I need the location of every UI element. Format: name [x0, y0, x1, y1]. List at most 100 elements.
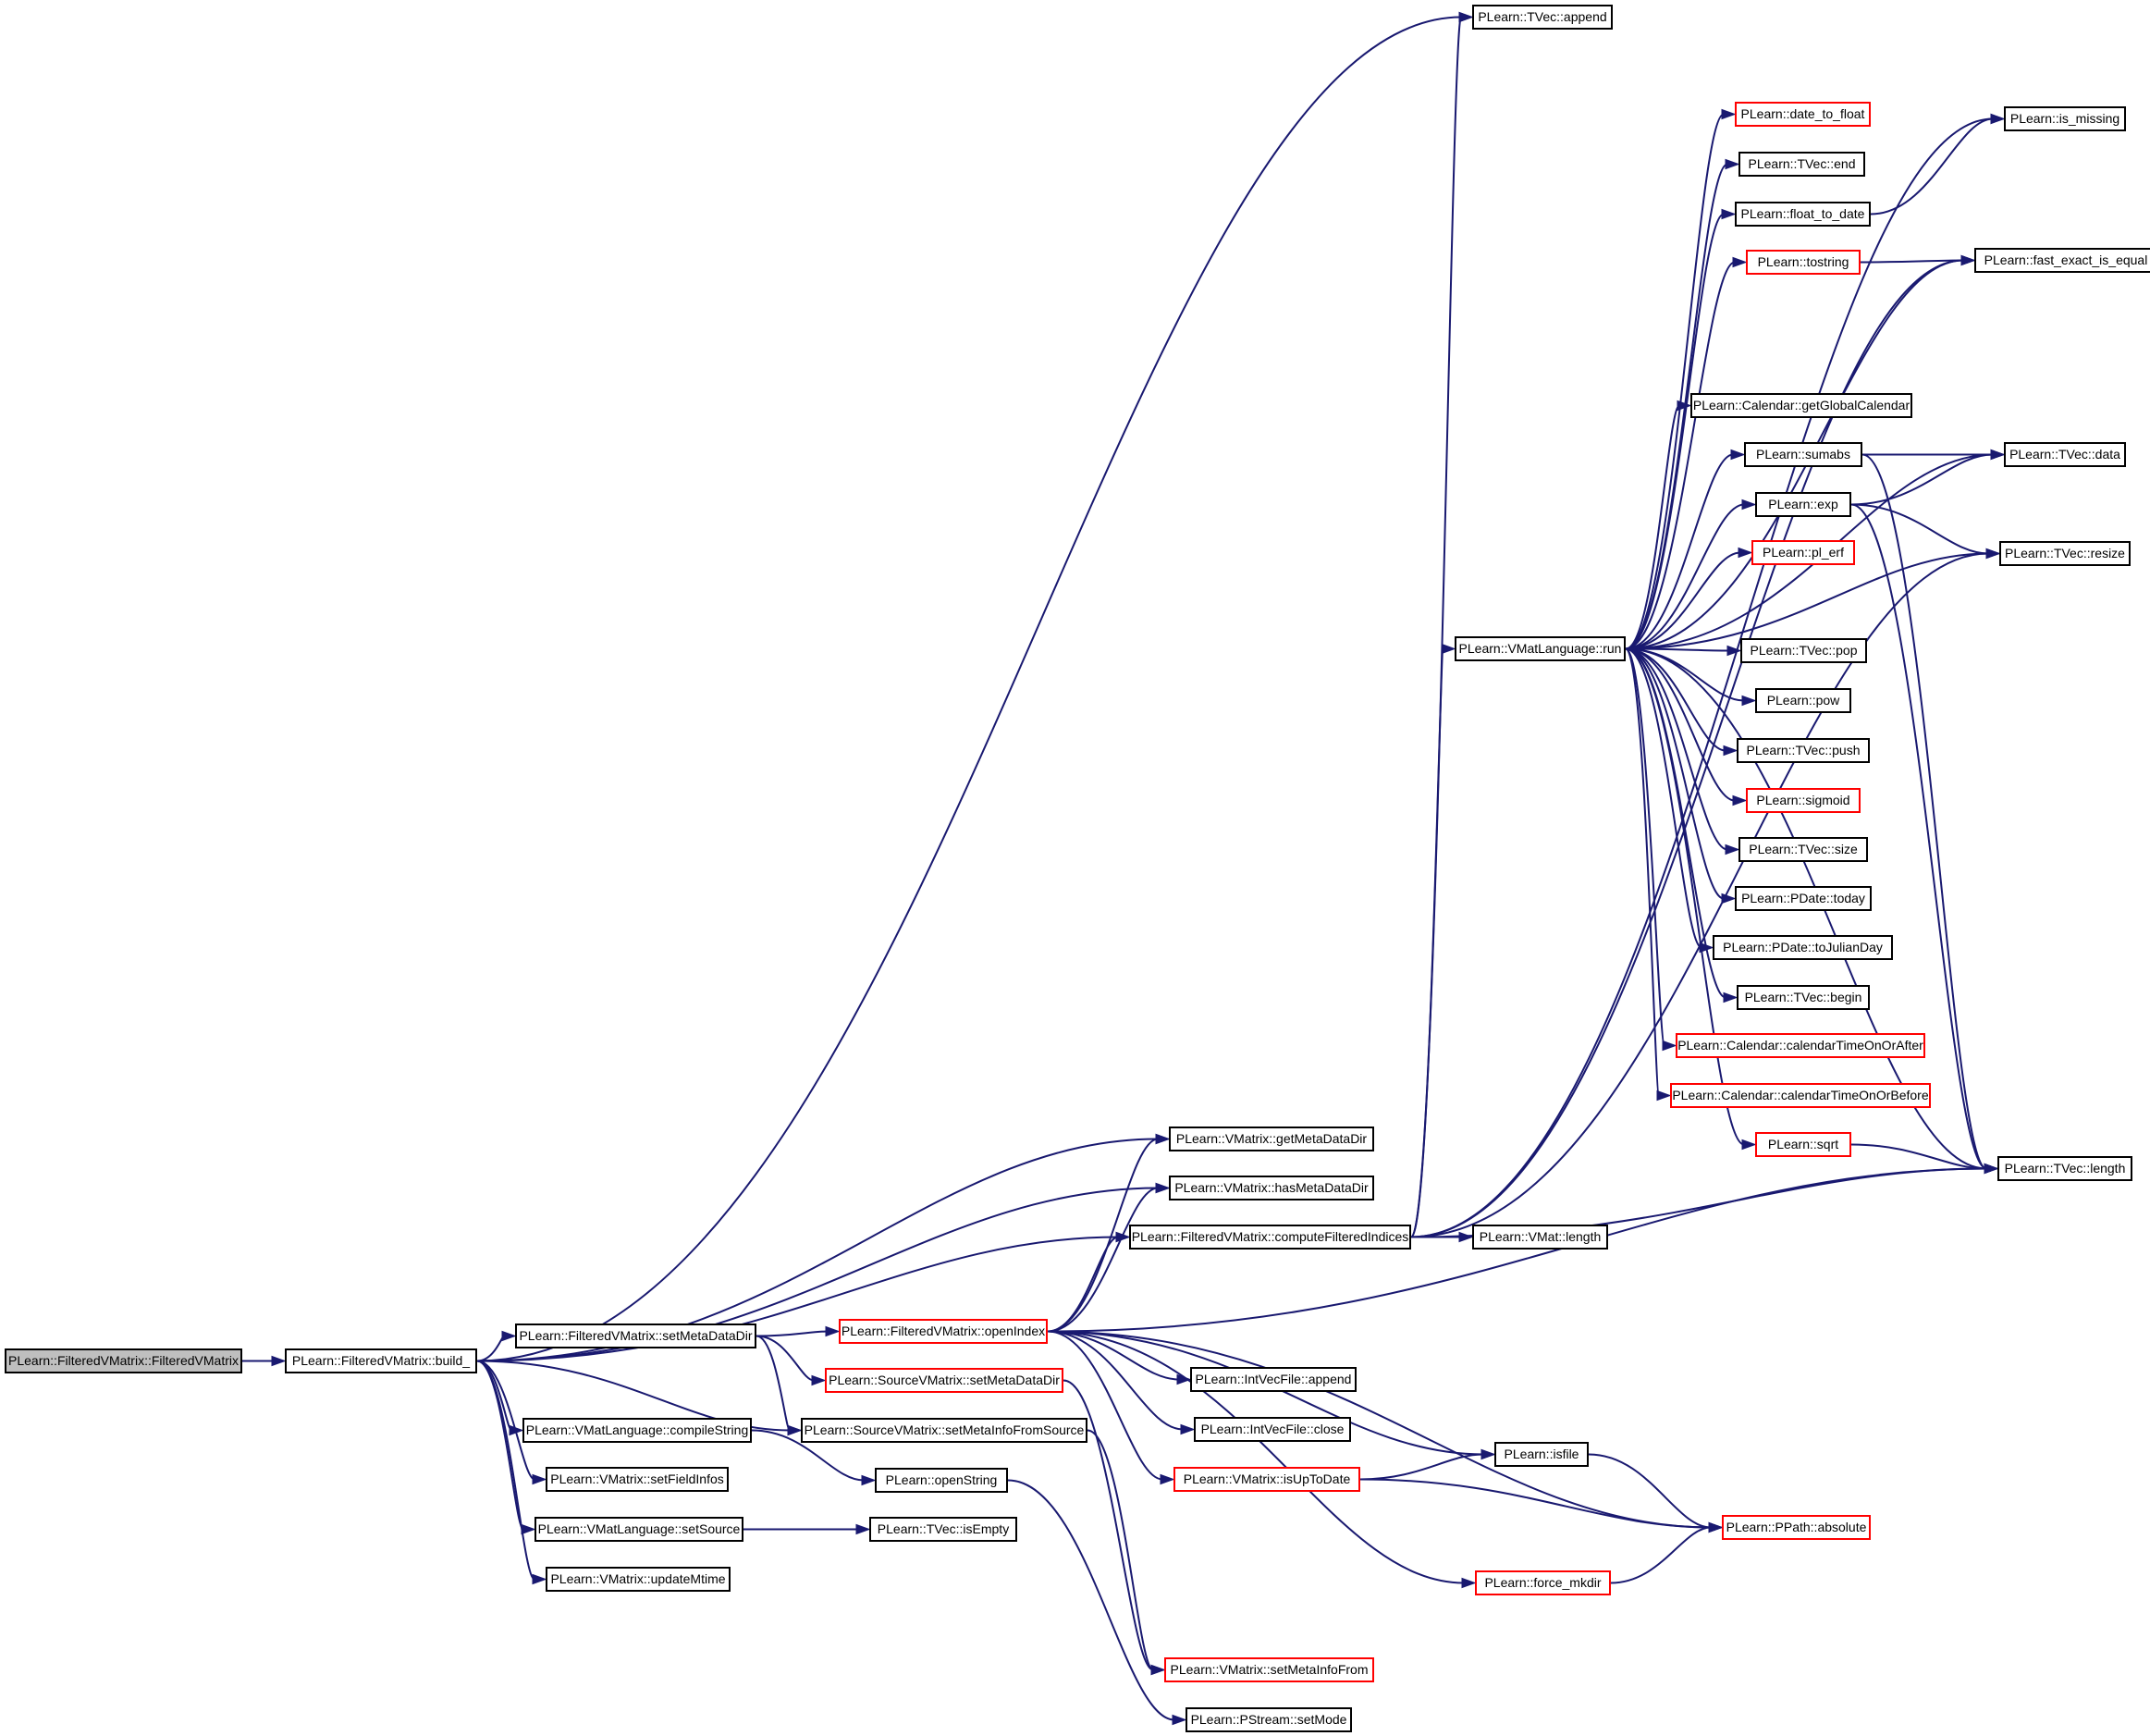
node-exp[interactable]: PLearn::exp — [1755, 492, 1851, 517]
node-run[interactable]: PLearn::VMatLanguage::run — [1455, 636, 1626, 661]
edge-arrowhead — [855, 1523, 871, 1535]
edge-exp-to-tvec-data — [1850, 453, 1994, 506]
node-tojulian[interactable]: PLearn::PDate::toJulianDay — [1713, 935, 1893, 960]
edge-arrowhead — [1726, 645, 1742, 657]
edge-run-to-date-to-float — [1625, 113, 1725, 650]
node-tvec-append[interactable]: PLearn::TVec::append — [1472, 5, 1613, 30]
edge-run-to-caltimebefore — [1625, 647, 1660, 1097]
node-ivf-close[interactable]: PLearn::IntVecFile::close — [1194, 1417, 1351, 1442]
node-sigmoid[interactable]: PLearn::sigmoid — [1746, 788, 1861, 813]
edge-arrowhead — [1708, 1521, 1724, 1533]
edge-arrowhead — [825, 1325, 841, 1337]
edge-openindex-to-tvec-length — [1047, 1167, 1987, 1333]
node-build[interactable]: PLearn::FilteredVMatrix::build_ — [285, 1348, 477, 1373]
edge-arrowhead — [1150, 1664, 1166, 1676]
node-isuptodate[interactable]: PLearn::VMatrix::isUpToDate — [1173, 1467, 1360, 1492]
node-isempty[interactable]: PLearn::TVec::isEmpty — [869, 1517, 1017, 1542]
node-openindex[interactable]: PLearn::FilteredVMatrix::openIndex — [839, 1319, 1048, 1344]
edge-build-to-updatemtime — [476, 1360, 535, 1581]
node-today[interactable]: PLearn::PDate::today — [1735, 886, 1872, 911]
node-float-to-date[interactable]: PLearn::float_to_date — [1735, 202, 1871, 227]
edge-compute-to-tvec-append — [1410, 16, 1462, 1238]
node-absolute[interactable]: PLearn::PPath::absolute — [1722, 1515, 1871, 1540]
edge-openstring-to-setmode — [1007, 1479, 1175, 1721]
edge-arrowhead — [1721, 108, 1737, 120]
edge-arrowhead — [1741, 499, 1757, 511]
node-updatemtime[interactable]: PLearn::VMatrix::updateMtime — [546, 1567, 731, 1592]
node-src-setmeta[interactable]: PLearn::SourceVMatrix::setMetaDataDir — [825, 1368, 1063, 1393]
edge-isfile-to-absolute — [1588, 1453, 1712, 1529]
edge-arrowhead — [1115, 1231, 1131, 1243]
node-compilestr[interactable]: PLearn::VMatLanguage::compileString — [522, 1418, 752, 1443]
node-getmeta[interactable]: PLearn::VMatrix::getMetaDataDir — [1169, 1127, 1374, 1151]
node-tvec-begin[interactable]: PLearn::TVec::begin — [1737, 985, 1870, 1010]
edge-arrowhead — [811, 1374, 827, 1386]
edge-arrowhead — [1725, 843, 1740, 856]
edge-run-to-sumabs — [1625, 453, 1734, 650]
node-sumabs[interactable]: PLearn::sumabs — [1744, 442, 1862, 467]
edge-arrowhead — [532, 1573, 547, 1585]
node-sqrt[interactable]: PLearn::sqrt — [1755, 1132, 1851, 1157]
edge-arrowhead — [1155, 1133, 1171, 1145]
edge-compilestr-to-openstring — [751, 1429, 865, 1482]
edge-run-to-sqrt — [1625, 647, 1745, 1146]
edge-arrowhead — [271, 1355, 287, 1367]
node-tvec-size[interactable]: PLearn::TVec::size — [1738, 837, 1868, 862]
node-getglobalcal[interactable]: PLearn::Calendar::getGlobalCalendar — [1690, 393, 1912, 418]
node-setsource[interactable]: PLearn::VMatLanguage::setSource — [534, 1517, 743, 1542]
node-date-to-float[interactable]: PLearn::date_to_float — [1735, 102, 1871, 127]
node-setfield[interactable]: PLearn::VMatrix::setFieldInfos — [546, 1467, 729, 1492]
node-ivf-append[interactable]: PLearn::IntVecFile::append — [1190, 1367, 1357, 1392]
edge-arrowhead — [1662, 1040, 1677, 1052]
edge-isuptodate-to-absolute — [1359, 1478, 1712, 1529]
edge-arrowhead — [501, 1330, 517, 1342]
edge-sumabs-to-tvec-length — [1861, 453, 1987, 1170]
node-pl-erf[interactable]: PLearn::pl_erf — [1751, 540, 1855, 565]
edge-run-to-tvec-resize — [1625, 552, 1989, 650]
node-isfile[interactable]: PLearn::isfile — [1494, 1442, 1589, 1467]
node-src-setinfo[interactable]: PLearn::SourceVMatrix::setMetaInfoFromSo… — [801, 1418, 1087, 1443]
edge-build-to-setmeta — [476, 1335, 505, 1362]
edge-arrowhead — [1180, 1423, 1196, 1435]
edge-openindex-to-absolute — [1047, 1330, 1712, 1529]
node-is-missing[interactable]: PLearn::is_missing — [2004, 106, 2126, 131]
node-tvec-resize[interactable]: PLearn::TVec::resize — [1999, 541, 2131, 566]
node-forcemkdir[interactable]: PLearn::force_mkdir — [1475, 1570, 1611, 1595]
node-caltimeafter[interactable]: PLearn::Calendar::calendarTimeOnOrAfter — [1676, 1033, 1925, 1058]
edge-sqrt-to-tvec-length — [1850, 1143, 1987, 1170]
node-tvec-data[interactable]: PLearn::TVec::data — [2004, 442, 2126, 467]
node-tvec-length[interactable]: PLearn::TVec::length — [1997, 1156, 2132, 1181]
edge-setmeta-to-openindex — [756, 1330, 829, 1337]
node-fast-exact[interactable]: PLearn::fast_exact_is_equal — [1974, 248, 2150, 273]
node-hasmeta[interactable]: PLearn::VMatrix::hasMetaDataDir — [1169, 1176, 1374, 1200]
edge-run-to-exp — [1625, 503, 1745, 650]
edge-run-to-caltimeafter — [1625, 647, 1665, 1047]
node-setmeta[interactable]: PLearn::FilteredVMatrix::setMetaDataDir — [515, 1324, 756, 1348]
node-tvec-pop[interactable]: PLearn::TVec::pop — [1740, 638, 1867, 663]
node-setmode[interactable]: PLearn::PStream::setMode — [1186, 1707, 1352, 1732]
node-tostring[interactable]: PLearn::tostring — [1746, 250, 1861, 275]
node-ctor[interactable]: PLearn::FilteredVMatrix::FilteredVMatrix — [5, 1348, 242, 1373]
node-vmat-length[interactable]: PLearn::VMat::length — [1472, 1225, 1608, 1250]
edge-arrowhead — [1723, 991, 1738, 1003]
node-pow[interactable]: PLearn::pow — [1755, 688, 1851, 713]
node-tvec-end[interactable]: PLearn::TVec::end — [1738, 152, 1865, 177]
node-tvec-push[interactable]: PLearn::TVec::push — [1737, 738, 1870, 763]
node-setinfofrom[interactable]: PLearn::VMatrix::setMetaInfoFrom — [1164, 1657, 1374, 1682]
edge-arrowhead — [1732, 794, 1748, 806]
edge-arrowhead — [1725, 158, 1740, 170]
edge-compute-to-fast-exact — [1410, 259, 1964, 1238]
edge-run-to-sigmoid — [1625, 647, 1736, 802]
node-caltimebefore[interactable]: PLearn::Calendar::calendarTimeOnOrBefore — [1670, 1083, 1931, 1108]
edge-forcemkdir-to-absolute — [1610, 1526, 1712, 1584]
edge-arrowhead — [1738, 547, 1753, 559]
edge-arrowhead — [1990, 449, 2006, 461]
edge-arrowhead — [1732, 256, 1748, 268]
edge-arrowhead — [861, 1474, 877, 1486]
edge-compute-to-is-missing — [1410, 117, 1994, 1238]
edge-build-to-tvec-append — [476, 16, 1462, 1362]
edge-arrowhead — [1741, 1139, 1757, 1151]
node-openstring[interactable]: PLearn::openString — [875, 1468, 1008, 1493]
edge-isuptodate-to-isfile — [1359, 1453, 1484, 1481]
node-compute[interactable]: PLearn::FilteredVMatrix::computeFiltered… — [1129, 1225, 1411, 1250]
